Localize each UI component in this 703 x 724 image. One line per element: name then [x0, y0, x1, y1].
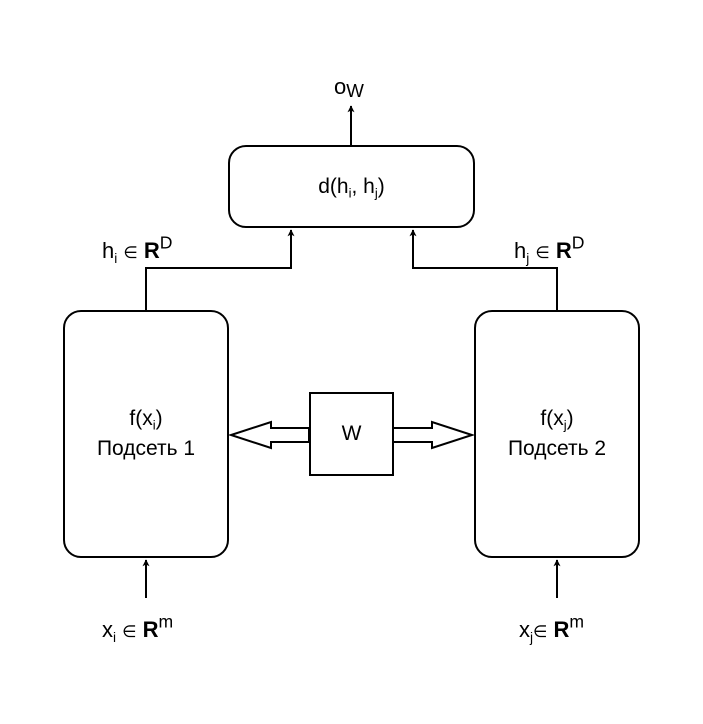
- h-left-label: hi ∈ RD: [102, 232, 173, 266]
- output-label: oW: [334, 74, 364, 101]
- weights-label: W: [341, 422, 362, 445]
- right-shared-weights-arrow: [392, 420, 476, 450]
- h-right-label: hj ∈ RD: [514, 232, 585, 266]
- distance-box: d(hi, hj): [228, 145, 475, 228]
- weights-box: W: [309, 392, 394, 476]
- distance-label: d(hi, hj): [318, 174, 385, 201]
- subnet-right-function: f(xj): [540, 407, 574, 433]
- subnet-left-function: f(xi): [129, 407, 163, 433]
- subnet-left-name: Подсеть 1: [96, 437, 196, 460]
- left-shared-weights-arrow: [227, 420, 310, 450]
- output-label-base: o: [334, 74, 347, 99]
- output-label-sub: W: [346, 79, 364, 101]
- x-right-label: xj∈ Rm: [519, 611, 585, 645]
- subnet-right-box: f(xj) Подсеть 2: [474, 310, 640, 558]
- left-h-connector: [145, 229, 295, 310]
- subnet-right-name: Подсеть 2: [507, 437, 607, 460]
- x-left-label: xi ∈ Rm: [102, 611, 174, 645]
- right-h-connector: [409, 229, 558, 310]
- subnet-left-box: f(xi) Подсеть 1: [63, 310, 229, 558]
